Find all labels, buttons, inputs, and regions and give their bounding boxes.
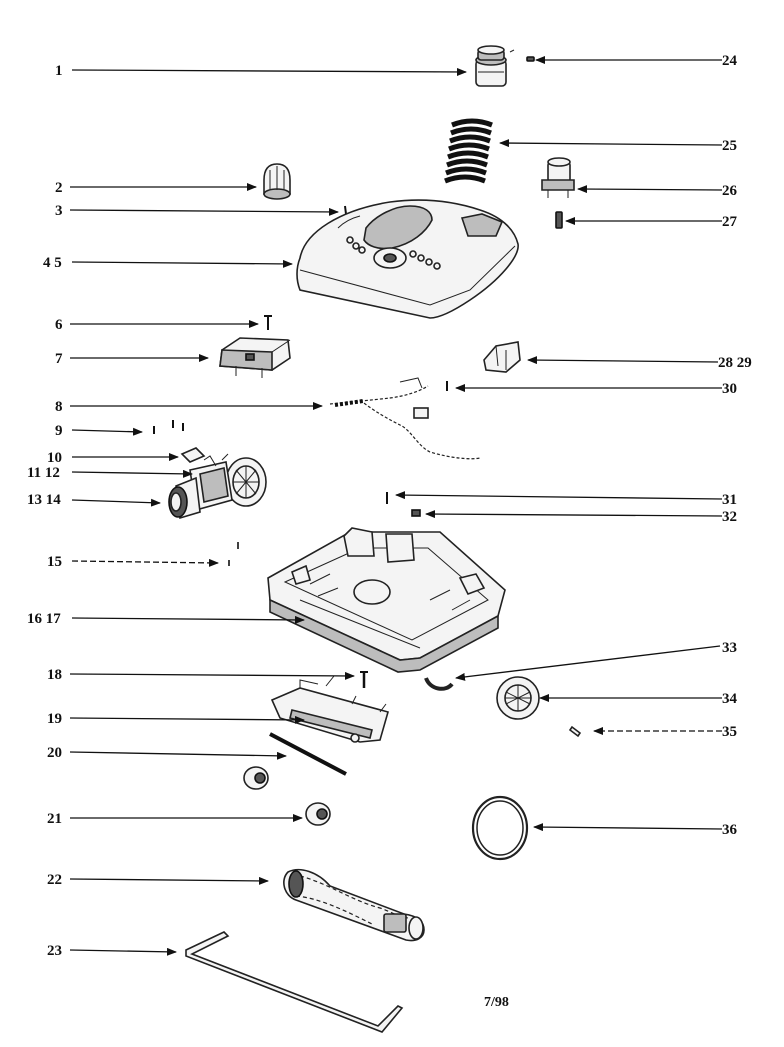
label-26: 26	[722, 183, 738, 199]
label-16-17: 16 17	[27, 611, 61, 627]
label-11-12: 11 12	[27, 465, 60, 481]
leader-26	[577, 185, 723, 194]
label-33: 33	[722, 640, 737, 656]
label-1: 1	[55, 63, 63, 79]
leader-33	[455, 645, 721, 681]
part-33-clip	[424, 677, 454, 691]
label-28-29: 28 29	[718, 355, 752, 371]
part-21-bearing-left	[243, 766, 269, 790]
label-36: 36	[722, 822, 738, 838]
part-27-spring	[555, 211, 563, 229]
part-32-nut	[411, 509, 421, 517]
part-4-5-hood	[296, 199, 519, 319]
label-19: 19	[47, 711, 62, 727]
label-35: 35	[722, 724, 737, 740]
part-1-hose-cuff	[475, 45, 507, 87]
leader-lines	[69, 56, 723, 956]
label-3: 3	[55, 203, 63, 219]
part-6-screw	[264, 315, 272, 330]
part-21-bearing	[305, 802, 331, 826]
label-25: 25	[722, 138, 737, 154]
part-22-brushroll	[283, 868, 425, 942]
part-11-14-motor-assembly	[168, 453, 267, 520]
leader-23	[69, 947, 177, 956]
leader-20	[69, 751, 287, 760]
label-8: 8	[55, 399, 63, 415]
label-27: 27	[722, 214, 738, 230]
leader-25	[499, 139, 723, 148]
leader-13-14	[71, 498, 161, 507]
leader-15	[71, 558, 219, 567]
part-36-belt	[471, 795, 529, 861]
label-13-14: 13 14	[27, 492, 61, 508]
leader-19	[69, 715, 305, 724]
label-2: 2	[55, 180, 63, 196]
label-30: 30	[722, 381, 737, 397]
part-2-knob	[263, 163, 291, 200]
part-10-clip	[180, 447, 206, 463]
callout-labels: 1 2 3 4 5 6 7 8 9 10 11 12 13 14 15 16 1…	[27, 53, 752, 1010]
part-34-wheel	[496, 676, 540, 720]
footer-date: 7/98	[484, 995, 509, 1010]
leader-3	[69, 207, 339, 216]
leader-16-17	[71, 615, 305, 624]
label-24: 24	[722, 53, 738, 69]
part-18-screw	[360, 671, 368, 688]
label-32: 32	[722, 509, 737, 525]
leader-4-5	[71, 259, 293, 268]
leader-9	[71, 427, 143, 436]
label-18: 18	[47, 667, 62, 683]
label-23: 23	[47, 943, 62, 959]
part-24-screw	[509, 49, 535, 62]
label-34: 34	[722, 691, 738, 707]
part-23-bumper-strip	[185, 931, 404, 1033]
label-22: 22	[47, 872, 62, 888]
label-21: 21	[47, 811, 62, 827]
part-20-rod	[269, 732, 347, 776]
label-10: 10	[47, 450, 62, 466]
label-6: 6	[55, 317, 63, 333]
label-31: 31	[722, 492, 737, 508]
part-28-29-bracket	[483, 341, 521, 373]
label-9: 9	[55, 423, 63, 439]
part-26-hose-bracket	[541, 157, 575, 198]
leader-31	[395, 491, 723, 500]
leader-18	[69, 671, 355, 680]
leader-32	[425, 510, 723, 519]
label-7: 7	[55, 351, 63, 367]
leader-36	[533, 823, 723, 832]
leader-11-12	[71, 469, 193, 478]
part-16-17-base	[267, 527, 506, 673]
leader-28-29	[527, 356, 719, 365]
label-20: 20	[47, 745, 62, 761]
part-9-screws	[153, 420, 184, 434]
part-15-screws	[228, 542, 239, 566]
part-7-switch-housing	[219, 337, 291, 378]
leader-1	[71, 67, 467, 76]
part-19-nozzle-plate	[270, 675, 389, 743]
part-35-pin	[568, 725, 582, 738]
leader-22	[69, 876, 269, 885]
label-15: 15	[47, 554, 62, 570]
part-8-wire-harness	[329, 377, 481, 460]
label-4-5: 4 5	[43, 255, 62, 271]
part-25-hose-spring	[444, 118, 493, 184]
part-3-screw	[344, 205, 347, 215]
